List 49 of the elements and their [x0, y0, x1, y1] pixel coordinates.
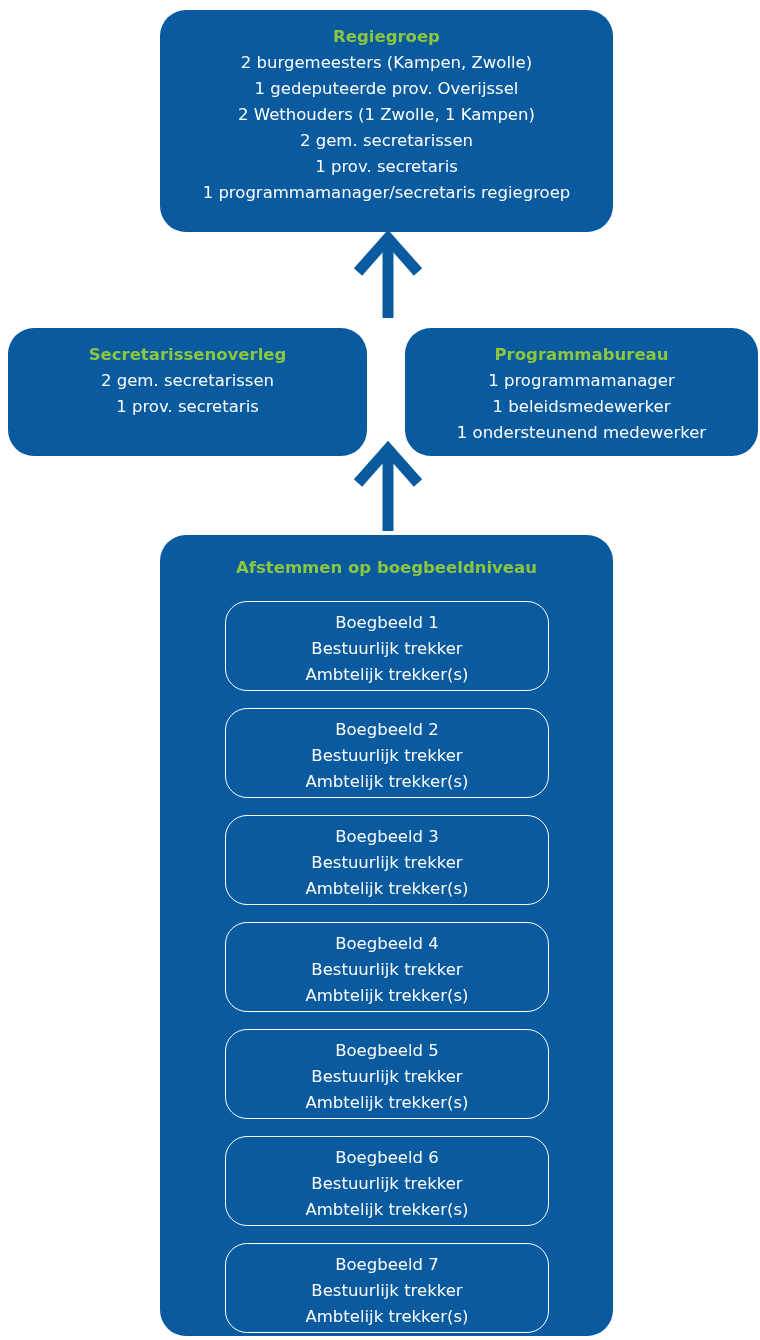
sub-box — [225, 601, 549, 691]
box-text: Bestuurlijk trekker — [311, 1173, 463, 1195]
sub-box — [225, 815, 549, 905]
box-text: Ambtelijk trekker(s) — [305, 878, 469, 900]
group-box — [160, 535, 613, 1336]
box-text: Bestuurlijk trekker — [311, 638, 463, 660]
box-text: Ambtelijk trekker(s) — [305, 771, 469, 793]
box-text: Boegbeeld 3 — [335, 826, 439, 848]
box-text: 1 prov. secretaris — [315, 156, 458, 178]
sub-box — [225, 1243, 549, 1333]
box-heading: Secretarissenoverleg — [88, 344, 287, 366]
box-text: Ambtelijk trekker(s) — [305, 985, 469, 1007]
box-text: Boegbeeld 4 — [335, 933, 439, 955]
box-text: 1 beleidsmedewerker — [492, 396, 671, 418]
box-text: Boegbeeld 5 — [335, 1040, 439, 1062]
box-heading: Programmabureau — [494, 344, 669, 366]
box-text: Boegbeeld 2 — [335, 719, 439, 741]
box-text: 1 programmamanager/secretaris regiegroep — [202, 182, 571, 204]
box-text: 2 Wethouders (1 Zwolle, 1 Kampen) — [238, 104, 535, 126]
arrow — [352, 232, 424, 318]
box-text: 1 gedeputeerde prov. Overijssel — [254, 78, 519, 100]
sub-box — [225, 1136, 549, 1226]
box-text: Boegbeeld 6 — [335, 1147, 439, 1169]
box-heading: Afstemmen op boegbeeldniveau — [236, 557, 537, 579]
box-text: 1 prov. secretaris — [116, 396, 259, 418]
box-text: Ambtelijk trekker(s) — [305, 664, 469, 686]
box-text: Boegbeeld 1 — [335, 612, 439, 634]
box-text: Bestuurlijk trekker — [311, 959, 463, 981]
box-text: Bestuurlijk trekker — [311, 745, 463, 767]
box-text: 2 burgemeesters (Kampen, Zwolle) — [240, 52, 533, 74]
sub-box — [225, 708, 549, 798]
box-text: 1 ondersteunend medewerker — [456, 422, 707, 444]
box-heading: Regiegroep — [333, 26, 440, 48]
group-box — [160, 10, 613, 232]
box-text: Ambtelijk trekker(s) — [305, 1306, 469, 1328]
box-text: 1 programmamanager — [488, 370, 675, 392]
box-text: Bestuurlijk trekker — [311, 852, 463, 874]
sub-box — [225, 922, 549, 1012]
box-text: 2 gem. secretarissen — [299, 130, 474, 152]
box-text: 2 gem. secretarissen — [100, 370, 275, 392]
box-text: Bestuurlijk trekker — [311, 1280, 463, 1302]
group-box — [405, 328, 758, 456]
group-box — [8, 328, 367, 456]
box-text: Boegbeeld 7 — [335, 1254, 439, 1276]
box-text: Ambtelijk trekker(s) — [305, 1092, 469, 1114]
sub-box — [225, 1029, 549, 1119]
box-text: Ambtelijk trekker(s) — [305, 1199, 469, 1221]
box-text: Bestuurlijk trekker — [311, 1066, 463, 1088]
arrow — [352, 443, 424, 531]
